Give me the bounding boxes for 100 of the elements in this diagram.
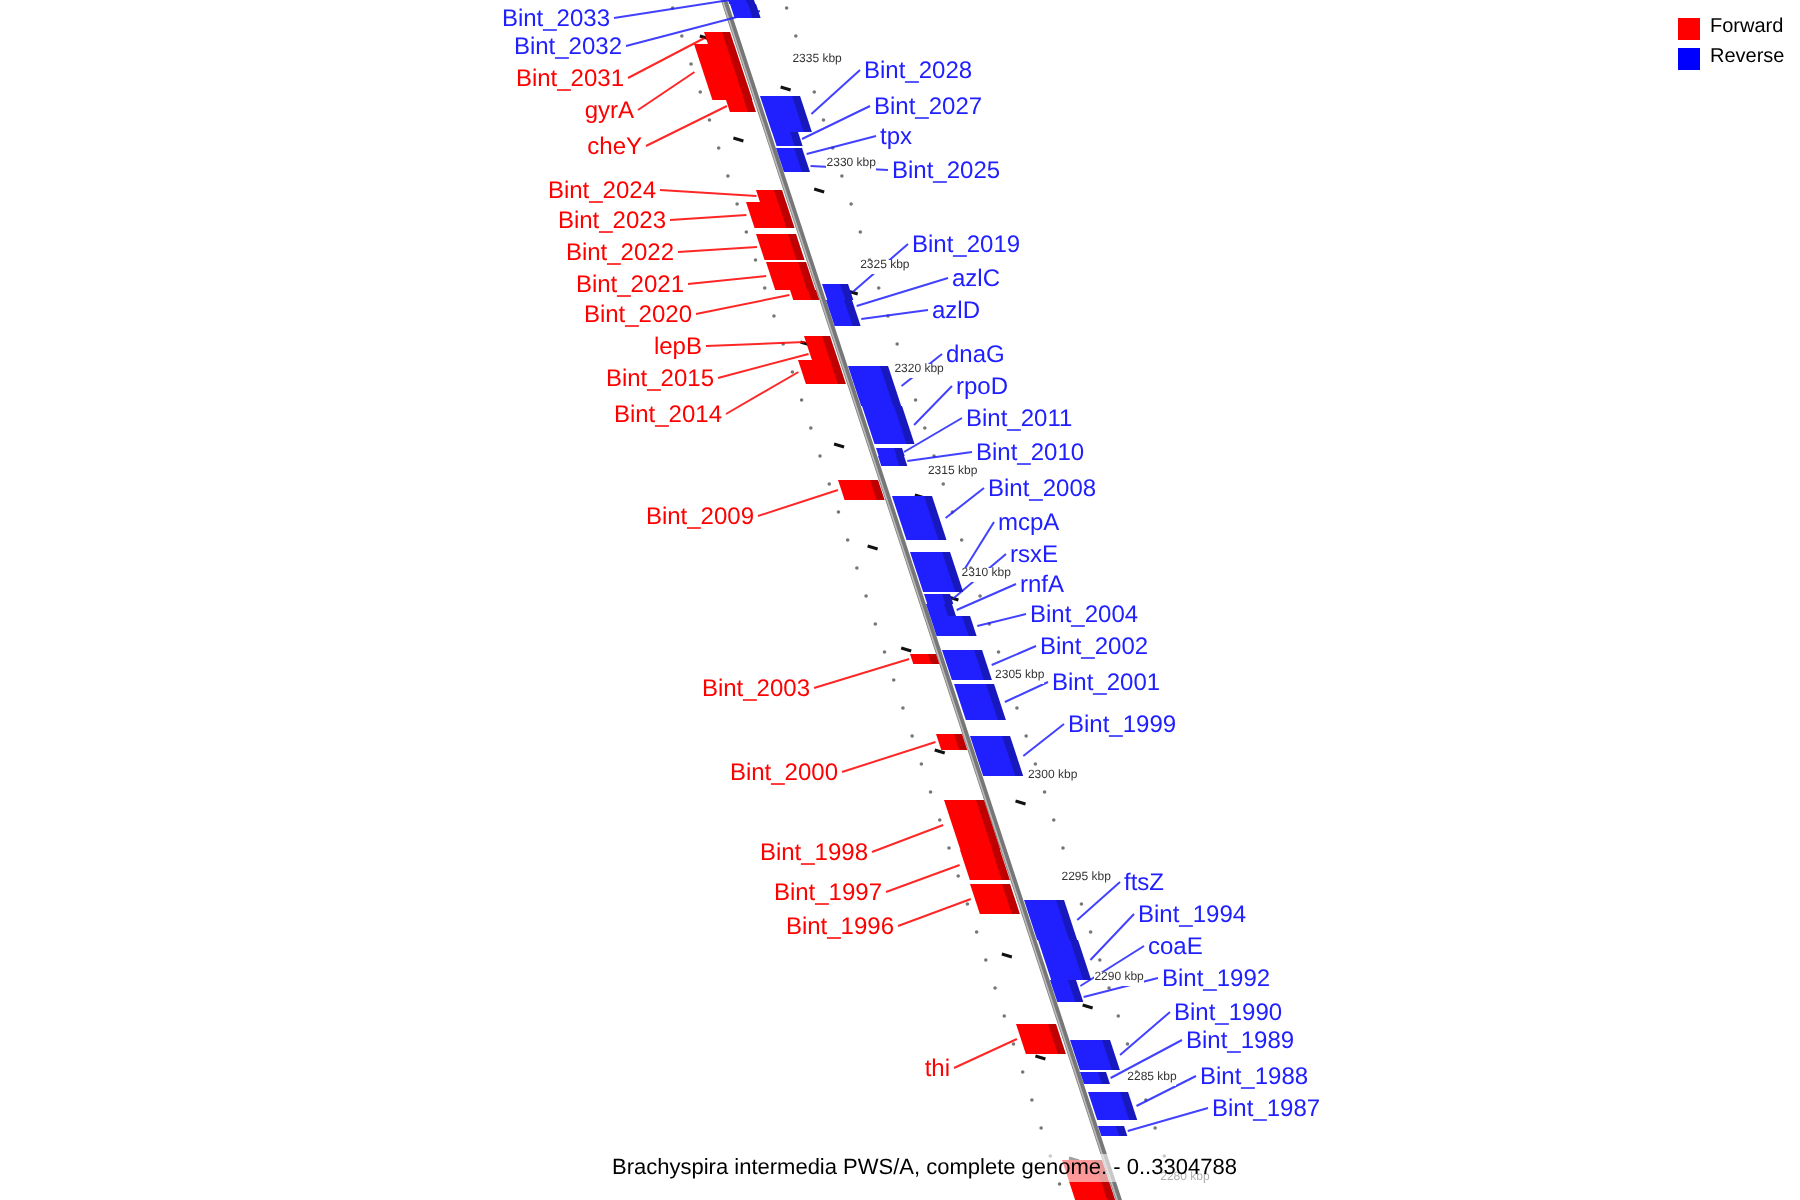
leader-line <box>913 385 953 426</box>
leader-line <box>705 341 806 347</box>
gene-label: azlC <box>952 264 1001 292</box>
leader-line <box>1119 1011 1171 1056</box>
gene-block <box>1054 992 1084 1002</box>
gene-label: tpx <box>880 122 913 150</box>
gene-label: Bint_2015 <box>605 364 714 392</box>
gene-label: Bint_2011 <box>966 404 1073 432</box>
gene-label: Bint_2027 <box>874 92 983 120</box>
gene-label: Bint_1989 <box>1186 1026 1295 1054</box>
gene-block <box>837 480 885 500</box>
gene-label: Bint_2033 <box>501 4 610 32</box>
gene-label: thi <box>924 1054 950 1082</box>
gene-block <box>756 234 806 260</box>
leader-line <box>717 353 810 379</box>
gene-label: Bint_2009 <box>645 502 754 530</box>
leader-line <box>897 898 972 927</box>
leader-line <box>669 214 748 221</box>
gene-label: Bint_1992 <box>1162 964 1271 992</box>
gene-block <box>923 594 953 604</box>
gene-label: rpoD <box>956 372 1009 400</box>
gene-block <box>826 300 857 312</box>
leader-line <box>810 69 861 115</box>
gene-label: Bint_1998 <box>759 838 868 866</box>
gene-label: coaE <box>1148 932 1203 960</box>
gene-label: Bint_2025 <box>892 156 1001 184</box>
gene-label: cheY <box>587 132 642 160</box>
gene-label: Bint_2028 <box>864 56 973 84</box>
leader-line <box>903 417 963 453</box>
leader-line <box>725 371 800 415</box>
gene-label: Bint_2023 <box>557 206 666 234</box>
legend-label: Forward <box>1710 16 1784 40</box>
gene-block <box>970 736 1024 776</box>
gene-block <box>926 604 957 616</box>
gene-block <box>959 850 1010 880</box>
gene-label: gyrA <box>584 96 634 124</box>
leader-line <box>1126 1107 1209 1132</box>
gene-block <box>891 496 946 540</box>
gene-label: Bint_2022 <box>565 238 674 266</box>
gene-block <box>1024 900 1078 940</box>
gene-label: ftsZ <box>1124 868 1164 896</box>
leader-line <box>627 37 706 79</box>
gene-label: Bint_2010 <box>976 438 1085 466</box>
gene-label: Bint_1990 <box>1174 998 1283 1026</box>
leader-line <box>645 105 728 147</box>
leader-line <box>1079 945 1145 987</box>
leader-line <box>944 487 985 519</box>
leader-line <box>860 309 929 320</box>
gene-block <box>789 290 819 300</box>
gene-block <box>780 160 811 172</box>
gene-label: Bint_2008 <box>988 474 1097 502</box>
gene-block <box>771 132 802 146</box>
gene-block <box>943 800 1000 850</box>
gene-block <box>1080 1072 1111 1084</box>
gene-label: Bint_1994 <box>1138 900 1247 928</box>
leader-line <box>625 10 761 47</box>
gene-block <box>970 884 1021 914</box>
gene-block <box>776 148 807 160</box>
leader-line <box>687 275 768 285</box>
gene-block <box>726 100 757 112</box>
leader-line <box>841 741 937 773</box>
gene-block <box>804 336 835 348</box>
leader-line <box>677 246 758 253</box>
gene-label: lepB <box>653 332 702 360</box>
leader-line <box>871 824 945 853</box>
leader-line <box>990 645 1037 666</box>
leader-line <box>757 489 839 517</box>
gene-block <box>729 4 760 18</box>
leader-line <box>1135 1075 1197 1107</box>
gene-block <box>1050 980 1081 992</box>
gene-label: Bint_1997 <box>773 878 882 906</box>
leader-line <box>659 189 758 197</box>
gene-label: Bint_2000 <box>729 758 838 786</box>
gene-label: Bint_1996 <box>785 912 894 940</box>
leader-line <box>961 521 995 573</box>
gene-label: Bint_2001 <box>1052 668 1161 696</box>
gene-label: Bint_2020 <box>583 300 692 328</box>
gene-label: Bint_2004 <box>1030 600 1139 628</box>
gene-block <box>935 734 967 750</box>
leader-line <box>906 451 973 462</box>
leader-line <box>801 105 871 140</box>
leader-line <box>1022 723 1065 757</box>
gene-block <box>704 32 735 44</box>
gene-block <box>1016 1024 1067 1054</box>
gene-label: Bint_1988 <box>1200 1062 1309 1090</box>
gene-label: Bint_2003 <box>701 674 810 702</box>
gene-label: Bint_2031 <box>515 64 624 92</box>
legend-label: Reverse <box>1710 46 1785 70</box>
gene-block <box>1087 1092 1137 1120</box>
leader-line <box>695 294 791 315</box>
leader-line <box>805 135 877 155</box>
gene-block <box>861 406 915 444</box>
gene-block <box>878 456 908 466</box>
leader-line <box>1109 1039 1183 1079</box>
gene-label: Bint_2032 <box>513 32 622 60</box>
gene-label: Bint_2002 <box>1040 632 1149 660</box>
leader-line <box>855 277 949 307</box>
gene-block <box>830 312 862 326</box>
gene-label: dnaG <box>946 340 1005 368</box>
leader-line <box>953 1038 1018 1069</box>
